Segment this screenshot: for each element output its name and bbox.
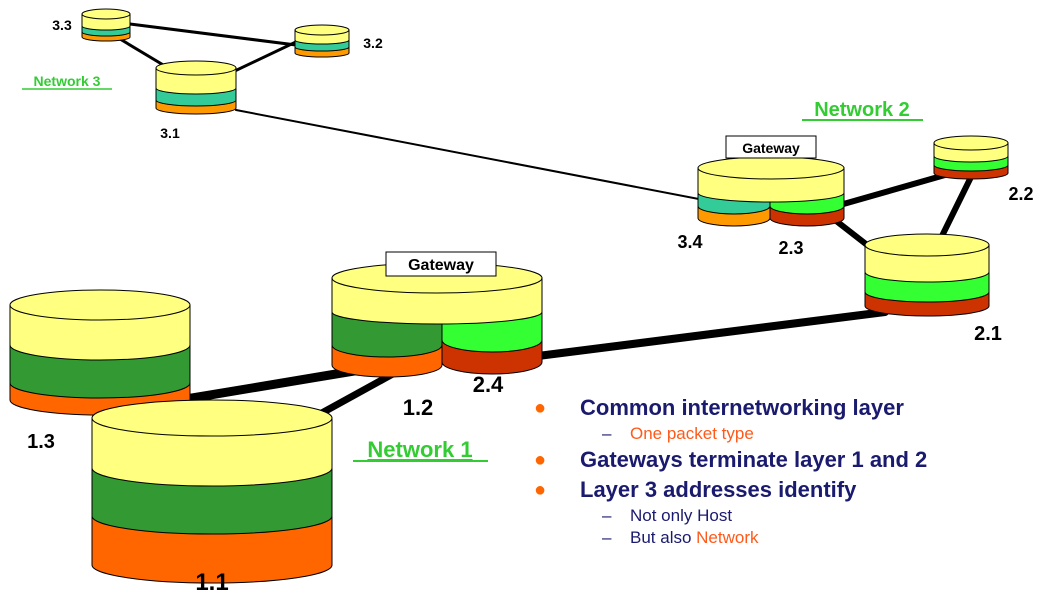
node-label-2-4: 2.4 — [473, 372, 504, 397]
links — [103, 22, 975, 429]
bullet-layer3-addresses: ● Layer 3 addresses identify — [530, 475, 1040, 505]
sub-bullet-dash: – — [602, 506, 612, 525]
sub-bullet-text: One packet type — [630, 424, 754, 443]
top — [697, 156, 845, 180]
network-3-label: Network 3 — [34, 73, 101, 89]
sub-bullet-text-prefix: But also — [630, 528, 697, 547]
bullet-text: Gateways terminate layer 1 and 2 — [580, 447, 928, 472]
layer-3 — [91, 417, 333, 487]
gateway-2-label: Gateway — [742, 140, 800, 156]
sub-bullet-dash: – — [602, 424, 612, 443]
network-2-label: Network 2 — [814, 99, 910, 121]
top — [864, 233, 990, 257]
bullet-list: ● Common internetworking layer – One pac… — [530, 393, 1040, 549]
top — [9, 289, 191, 321]
node-label-2-2: 2.2 — [1008, 184, 1033, 204]
bullet-dot: ● — [534, 397, 547, 419]
sub-bullet-text-highlight: Network — [696, 528, 759, 547]
top — [81, 8, 131, 20]
bullet-text: Layer 3 addresses identify — [580, 477, 857, 502]
host-3-1 — [155, 60, 237, 115]
gateway-1 — [331, 262, 543, 378]
node-label-3-4: 3.4 — [677, 232, 702, 252]
link-1-3-to-1-2 — [175, 365, 365, 405]
node-label-3-3: 3.3 — [52, 17, 72, 33]
gateway-1-box — [385, 251, 497, 277]
layer-3 — [9, 304, 191, 361]
layer-1 — [91, 515, 333, 584]
node-label-1-3: 1.3 — [27, 431, 55, 453]
bullet-gateways-terminate: ● Gateways terminate layer 1 and 2 — [530, 445, 1040, 475]
link-2-4-to-2-1 — [526, 308, 889, 361]
node-label-1-2: 1.2 — [403, 395, 434, 420]
node-label-2-1: 2.1 — [974, 323, 1002, 345]
bullet-common-layer: ● Common internetworking layer — [530, 393, 1040, 423]
host-1-1 — [91, 399, 333, 584]
link-2-2-to-2-1 — [937, 172, 975, 243]
host-2-1 — [864, 233, 990, 317]
sub-bullet-one-packet-type: – One packet type — [530, 423, 1040, 445]
host-2-2 — [933, 135, 1009, 180]
host-3-3 — [81, 8, 131, 42]
top — [91, 399, 333, 437]
sub-bullet-but-also-network: – But also Network — [530, 527, 1040, 549]
host-3-2 — [294, 24, 350, 58]
bullet-text: Common internetworking layer — [580, 395, 904, 420]
node-label-1-1: 1.1 — [195, 569, 228, 596]
top — [294, 24, 350, 36]
host-1-3 — [9, 289, 191, 416]
sub-bullet-text: Not only Host — [630, 506, 733, 525]
gateway-2-box — [725, 135, 817, 159]
node-label-3-1: 3.1 — [160, 125, 180, 141]
bullet-dot: ● — [534, 449, 547, 471]
link-3-1-to-3-4 — [235, 109, 731, 206]
sub-bullet-not-only-host: – Not only Host — [530, 505, 1040, 527]
network-1-label: Network 1 — [367, 437, 472, 462]
top — [155, 60, 237, 76]
gateway-1-label: Gateway — [408, 257, 474, 274]
bullet-dot: ● — [534, 479, 547, 501]
sub-bullet-dash: – — [602, 528, 612, 547]
link-2-3-to-2-2 — [837, 172, 948, 208]
node-label-3-2: 3.2 — [363, 35, 383, 51]
node-label-2-3: 2.3 — [778, 238, 803, 258]
link-3-3-to-3-2 — [128, 22, 298, 47]
gateway-2 — [697, 156, 845, 227]
layer-2 — [91, 467, 333, 535]
top — [933, 135, 1009, 151]
